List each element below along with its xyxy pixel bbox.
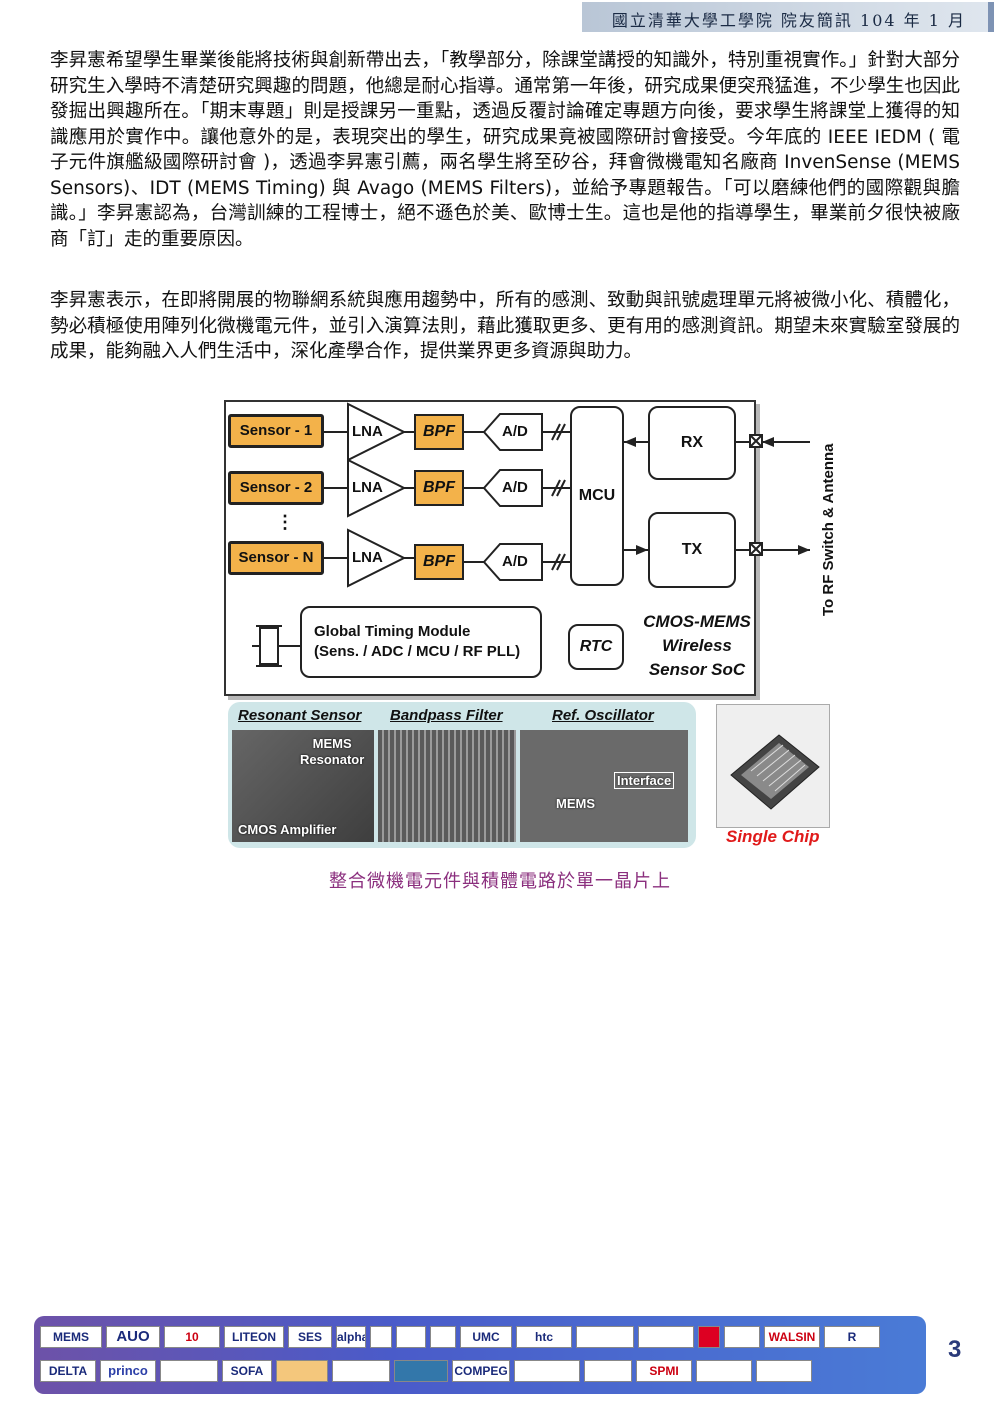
bpf-block-2: BPF bbox=[414, 470, 464, 506]
page-number: 3 bbox=[948, 1336, 962, 1363]
sponsor-logo bbox=[514, 1360, 580, 1382]
soc-line-3: Sensor SoC bbox=[648, 660, 746, 679]
sponsor-logo bbox=[698, 1326, 720, 1348]
single-chip-photo bbox=[716, 704, 830, 828]
panel-title-bandpass: Bandpass Filter bbox=[390, 707, 503, 724]
ad-label-n: A/D bbox=[502, 553, 528, 570]
sponsor-row-2: DELTA princo SOFA COMPEG SPMI bbox=[40, 1360, 812, 1382]
rtc-block: RTC bbox=[568, 624, 624, 670]
sponsor-logo bbox=[638, 1326, 694, 1348]
page-header: 國立清華大學工學院 院友簡訊 104 年 1 月 bbox=[582, 2, 994, 32]
ad-label-1: A/D bbox=[502, 423, 528, 440]
sponsor-logo: UMC bbox=[460, 1326, 512, 1348]
soc-line-1: CMOS-MEMS bbox=[643, 612, 751, 631]
body-paragraph-1: 李昇憲希望學生畢業後能將技術與創新帶出去，「教學部分，除課堂講授的知識外，特別重… bbox=[50, 50, 960, 250]
tx-block: TX bbox=[648, 512, 736, 588]
lna-label-2: LNA bbox=[352, 479, 383, 496]
antenna-label: To RF Switch & Antenna bbox=[820, 443, 837, 617]
bpf-block-1: BPF bbox=[414, 414, 464, 450]
cmos-amplifier-label: CMOS Amplifier bbox=[238, 822, 337, 837]
sponsor-logo: SPMI bbox=[636, 1360, 692, 1382]
sponsor-logo bbox=[696, 1360, 752, 1382]
sponsor-logo: LITEON bbox=[224, 1326, 284, 1348]
interface-label: Interface bbox=[614, 772, 675, 789]
sensor-1-block: Sensor - 1 bbox=[228, 414, 324, 448]
sponsor-logo: WALSIN bbox=[764, 1326, 820, 1348]
sponsor-logo: AUO bbox=[106, 1326, 160, 1348]
sponsor-logo bbox=[576, 1326, 634, 1348]
body-paragraph-2: 李昇憲表示，在即將開展的物聯網系統與應用趨勢中，所有的感測、致動與訊號處理單元將… bbox=[50, 290, 960, 362]
sponsor-logo: princo bbox=[100, 1360, 156, 1382]
figure-caption: 整合微機電元件與積體電路於單一晶片上 bbox=[329, 871, 671, 892]
sensor-ellipsis: ⋮ bbox=[276, 512, 294, 532]
diagram-wiring bbox=[252, 402, 810, 667]
bpf-block-n: BPF bbox=[414, 544, 464, 580]
sponsor-logo: htc bbox=[516, 1326, 572, 1348]
ad-label-2: A/D bbox=[502, 479, 528, 496]
chip-drawing bbox=[730, 734, 820, 810]
soc-label: CMOS-MEMS Wireless Sensor SoC bbox=[632, 610, 762, 682]
lna-label-n: LNA bbox=[352, 549, 383, 566]
sensor-n-block: Sensor - N bbox=[228, 541, 324, 575]
sponsor-logo: 10 bbox=[164, 1326, 220, 1348]
sensor-2-block: Sensor - 2 bbox=[228, 471, 324, 505]
resonant-sensor-micrograph: MEMS Resonator CMOS Amplifier bbox=[232, 730, 374, 842]
panel-title-resonant: Resonant Sensor bbox=[238, 707, 362, 724]
sponsor-logo bbox=[394, 1360, 448, 1382]
global-timing-module: Global Timing Module (Sens. / ADC / MCU … bbox=[300, 606, 542, 678]
sponsor-logo: R bbox=[824, 1326, 880, 1348]
sponsor-logo bbox=[756, 1360, 812, 1382]
rx-block: RX bbox=[648, 406, 736, 480]
sponsor-logo: alpha bbox=[336, 1326, 366, 1348]
lna-label-1: LNA bbox=[352, 423, 383, 440]
sponsor-logo: MEMS bbox=[40, 1326, 102, 1348]
sponsor-logo bbox=[332, 1360, 390, 1382]
bandpass-filter-micrograph bbox=[378, 730, 516, 842]
sponsor-logo: DELTA bbox=[40, 1360, 96, 1382]
sponsor-logo bbox=[724, 1326, 760, 1348]
sponsor-logo bbox=[276, 1360, 328, 1382]
header-title: 國立清華大學工學院 院友簡訊 104 年 1 月 bbox=[611, 11, 966, 30]
sponsor-row-1: MEMS AUO 10 LITEON SES alpha UMC htc WAL… bbox=[40, 1326, 880, 1348]
micrograph-panel: Resonant Sensor Bandpass Filter Ref. Osc… bbox=[228, 702, 696, 848]
timing-line-1: Global Timing Module bbox=[314, 623, 471, 640]
sponsor-logo bbox=[160, 1360, 218, 1382]
sponsor-logo bbox=[396, 1326, 426, 1348]
mems-label: MEMS bbox=[556, 796, 595, 811]
sponsor-logo: SES bbox=[288, 1326, 332, 1348]
sponsor-footer: MEMS AUO 10 LITEON SES alpha UMC htc WAL… bbox=[34, 1316, 926, 1394]
sponsor-logo bbox=[430, 1326, 456, 1348]
sponsor-logo: SOFA bbox=[222, 1360, 272, 1382]
ref-oscillator-micrograph: Interface MEMS bbox=[520, 730, 688, 842]
sponsor-logo bbox=[584, 1360, 632, 1382]
mems-resonator-label: MEMS Resonator bbox=[300, 736, 365, 767]
soc-line-2: Wireless bbox=[662, 636, 732, 655]
mcu-block: MCU bbox=[570, 406, 624, 586]
panel-title-oscillator: Ref. Oscillator bbox=[552, 707, 654, 724]
sponsor-logo bbox=[370, 1326, 392, 1348]
single-chip-label: Single Chip bbox=[726, 827, 820, 846]
sponsor-logo: COMPEG bbox=[452, 1360, 510, 1382]
timing-line-2: (Sens. / ADC / MCU / RF PLL) bbox=[314, 643, 521, 660]
